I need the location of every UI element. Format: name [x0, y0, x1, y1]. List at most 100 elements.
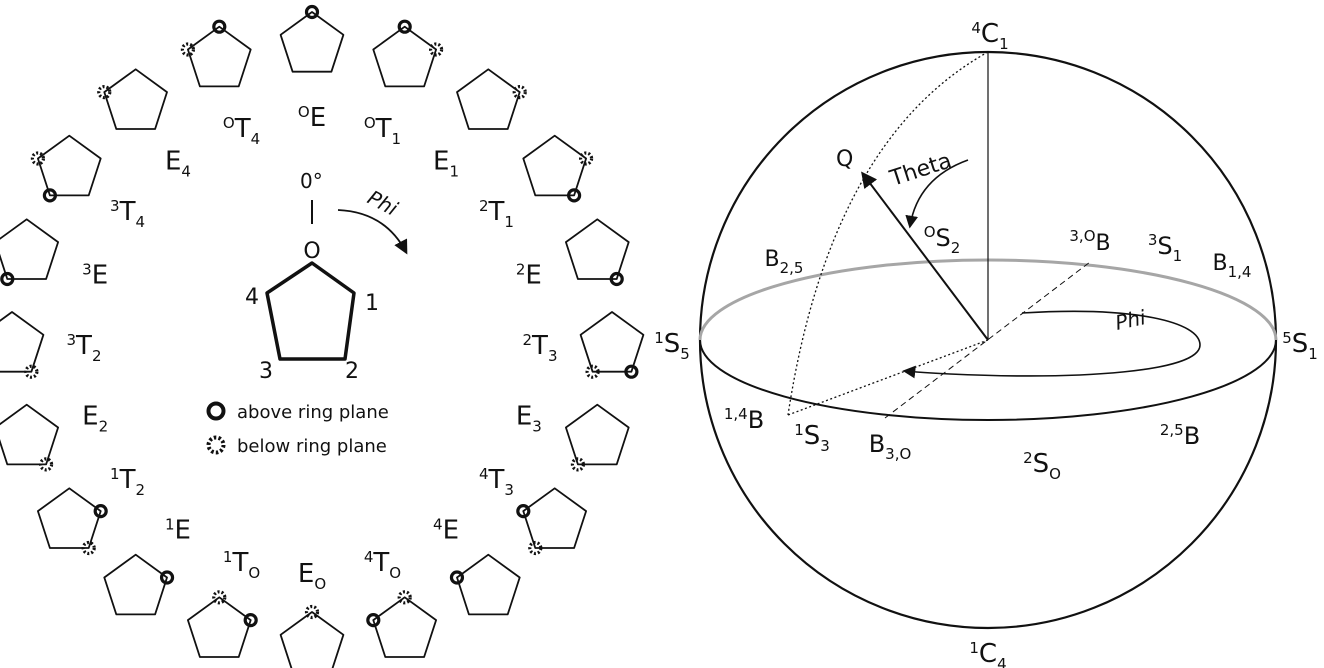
conformer-label-3: 2T1 — [479, 197, 514, 231]
below-plane-marker — [180, 42, 196, 57]
sphere-label-3OB-main: B — [1096, 231, 1111, 256]
conformer-pentagon — [565, 403, 630, 466]
conformer-label-11-sup: 1 — [223, 548, 233, 566]
sphere-label-2SO: 2SO — [1023, 449, 1061, 483]
legend-below-text: below ring plane — [237, 436, 387, 457]
sphere-label-14B-sup: 1,4 — [724, 405, 748, 423]
conformer-6: E3 — [516, 401, 630, 472]
conformer-18: E4 — [97, 68, 191, 181]
conformer-pentagon — [0, 311, 45, 373]
sphere-label-3S1-sup: 3 — [1148, 231, 1158, 249]
sphere-label-2SO-sup: 2 — [1023, 449, 1033, 467]
conformer-label-18-main: E — [165, 147, 181, 177]
conformer-pentagon — [372, 596, 438, 658]
conformer-15: 3T2 — [0, 311, 102, 379]
phi-direction-label: Phi — [364, 185, 402, 221]
conformer-14: E2 — [0, 401, 108, 472]
conformer-label-5-sub: 3 — [548, 347, 558, 365]
sphere-label-25B-main: B — [1184, 422, 1200, 450]
dashed-ring-icon — [206, 435, 226, 455]
above-plane-marker — [366, 613, 381, 628]
conformer-label-11-sub: O — [248, 564, 260, 582]
sphere-label-B14-sub: 1,4 — [1228, 263, 1252, 281]
conformer-label-1-sub: 1 — [392, 130, 402, 148]
above-plane-marker — [397, 19, 412, 34]
above-plane-marker — [42, 188, 57, 203]
above-plane-marker — [304, 4, 320, 20]
conformer-17: 3T4 — [30, 134, 145, 231]
conformer-label-10-sub: O — [314, 575, 326, 593]
below-plane-marker — [585, 364, 600, 379]
conformer-label-12: 1E — [165, 515, 191, 545]
sphere-label-14B: 1,4B — [724, 405, 764, 434]
conformer-label-4: 2E — [516, 261, 542, 291]
conformer-label-7-sub: 3 — [504, 481, 514, 499]
conformer-label-3-sub: 1 — [504, 213, 514, 231]
conformer-pentagon — [522, 487, 587, 549]
conformer-label-12-main: E — [175, 515, 191, 545]
conformer-2: E1 — [433, 68, 527, 181]
below-plane-marker — [512, 84, 527, 100]
sphere-label-1S3: 1S3 — [794, 421, 830, 455]
sphere-label-2SO-sub: O — [1049, 465, 1061, 483]
conformer-label-15-main: T — [75, 331, 92, 361]
q-vector-arrow — [861, 171, 989, 341]
conformer-label-1-sup: O — [364, 114, 376, 132]
conformer-label-18-sub: 4 — [181, 163, 191, 181]
conformer-label-7-sup: 4 — [479, 465, 489, 483]
sphere-label-B25: B2,5 — [765, 247, 804, 277]
conformer-label-0-sup: O — [298, 103, 310, 121]
conformer-label-16-sup: 3 — [82, 261, 92, 279]
above-plane-marker — [624, 364, 639, 379]
conformer-label-12-sup: 1 — [165, 515, 175, 533]
conformer-label-11-main: T — [231, 548, 248, 578]
conformer-0: OE — [279, 4, 345, 133]
solid-ring-icon — [206, 401, 226, 421]
sphere-label-B14-main: B — [1213, 251, 1228, 276]
sphere-label-OS2-sup: O — [924, 223, 936, 241]
equator-radius-dotted — [787, 339, 989, 416]
conformer-label-2: E1 — [433, 147, 459, 181]
above-plane-marker — [159, 570, 175, 585]
conformer-label-6-main: E — [516, 401, 532, 431]
sphere-label-4C1-sub: 1 — [999, 35, 1009, 53]
conformer-label-15-sup: 3 — [67, 331, 77, 349]
conformer-label-4-main: E — [525, 261, 541, 291]
conformer-label-7: 4T3 — [479, 465, 514, 499]
above-plane-marker — [212, 19, 227, 34]
below-plane-marker — [570, 457, 586, 472]
sphere-label-1S3-main: S — [804, 421, 821, 451]
conformer-label-14: E2 — [82, 401, 108, 435]
ring-atom-o: O — [303, 239, 320, 264]
conformer-9: 4TO — [364, 548, 438, 658]
conformer-label-1: OT1 — [364, 114, 401, 148]
conformer-pentagon — [279, 611, 345, 668]
conformer-label-3-sup: 2 — [479, 197, 489, 215]
conformer-pentagon — [186, 596, 252, 658]
conformer-label-17-main: T — [119, 197, 136, 227]
conformer-label-13-main: T — [119, 465, 136, 495]
sphere-label-OS2-sub: 2 — [951, 239, 961, 257]
conformer-pentagon — [565, 218, 630, 280]
sphere-label-B3O: B3,O — [869, 430, 912, 463]
sphere-label-3S1: 3S1 — [1148, 231, 1182, 265]
sphere-label-5S1-sup: 5 — [1282, 329, 1292, 347]
conformer-10: EO — [279, 559, 345, 668]
sphere-label-2SO-main: S — [1033, 449, 1050, 479]
conformer-label-8: 4E — [433, 515, 459, 545]
conformer-label-9: 4TO — [364, 548, 401, 582]
sphere-label-3OB: 3,OB — [1069, 227, 1110, 256]
conformer-label-16: 3E — [82, 261, 108, 291]
conformer-12: 1E — [103, 515, 191, 616]
conformer-8: 4E — [433, 515, 521, 616]
conformer-label-15: 3T2 — [67, 331, 102, 365]
below-plane-marker — [578, 151, 594, 166]
conformer-label-10: EO — [298, 559, 326, 593]
sphere-label-1C4-sup: 1 — [969, 639, 979, 657]
sphere-label-1S3-sub: 3 — [820, 437, 830, 455]
sphere-label-OS2-main: S — [936, 224, 951, 252]
conformer-11: 1TO — [186, 548, 260, 658]
sphere-label-1S5: 1S5 — [654, 329, 690, 363]
